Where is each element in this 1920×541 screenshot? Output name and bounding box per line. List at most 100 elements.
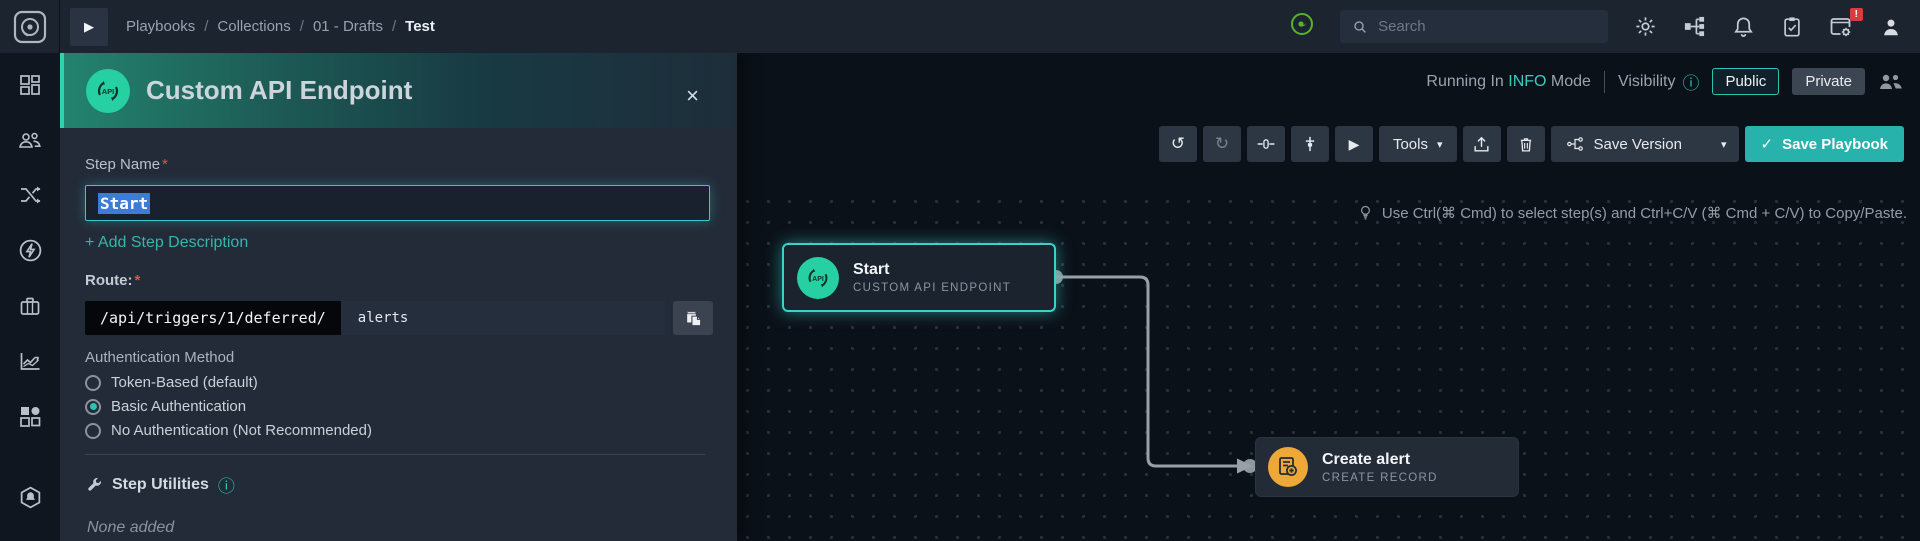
node-title: Start bbox=[853, 261, 890, 278]
node-title: Create alert bbox=[1322, 450, 1411, 468]
route-prefix: /api/triggers/1/deferred/ bbox=[85, 301, 341, 335]
tools-dropdown-button[interactable]: Tools ▾ bbox=[1378, 126, 1457, 162]
check-icon: ✓ bbox=[1760, 136, 1774, 153]
step-utilities-title: Step Utilities bbox=[112, 475, 209, 493]
left-nav-sidebar bbox=[0, 53, 60, 541]
play-icon: ▶ bbox=[1348, 135, 1360, 152]
vertical-divider bbox=[1603, 70, 1605, 93]
breakpoint-icon bbox=[1257, 139, 1275, 149]
upload-icon bbox=[1474, 136, 1489, 152]
copy-route-button[interactable] bbox=[673, 301, 713, 335]
radio-circle[interactable] bbox=[85, 374, 101, 391]
notifications-button[interactable] bbox=[1732, 15, 1755, 38]
breadcrumb-drafts[interactable]: 01 - Drafts bbox=[312, 18, 383, 35]
run-playbook-button[interactable]: ▶ bbox=[1334, 126, 1373, 162]
panel-body: Step Name* Start + Add Step Description … bbox=[60, 128, 737, 537]
sidebar-item-dashboard[interactable] bbox=[18, 73, 42, 97]
app-manager-button[interactable]: ! bbox=[1829, 7, 1863, 39]
export-button[interactable] bbox=[1462, 126, 1501, 162]
auth-method-label: Authentication Method bbox=[85, 349, 235, 366]
breadcrumb-collections[interactable]: Collections bbox=[217, 18, 291, 35]
custom-api-endpoint-icon: API bbox=[86, 68, 130, 113]
chart-line-icon bbox=[20, 353, 39, 370]
global-search[interactable] bbox=[1340, 10, 1608, 43]
sidebar-item-incidents[interactable] bbox=[18, 294, 42, 318]
version-branch-icon bbox=[1566, 137, 1583, 151]
radio-basic-auth[interactable]: Basic Authentication bbox=[85, 398, 713, 415]
sidebar-item-playbooks[interactable] bbox=[18, 238, 43, 263]
save-playbook-button[interactable]: ✓ Save Playbook bbox=[1744, 126, 1904, 162]
health-status-icon[interactable] bbox=[1290, 12, 1314, 41]
undo-icon: ↺ bbox=[1170, 134, 1186, 153]
visibility-private-button[interactable]: Private bbox=[1792, 68, 1865, 95]
radio-no-auth[interactable]: No Authentication (Not Recommended) bbox=[85, 422, 713, 439]
top-bar: ▶ Playbooks / Collections / 01 - Drafts … bbox=[0, 0, 1920, 53]
app-logo[interactable] bbox=[0, 0, 60, 53]
sidebar-item-apps[interactable] bbox=[18, 404, 42, 428]
info-icon[interactable]: ⓘ bbox=[1682, 74, 1700, 93]
save-version-button[interactable]: Save Version ▾ bbox=[1550, 126, 1739, 162]
logo-icon bbox=[13, 10, 46, 43]
sidebar-item-teams[interactable] bbox=[17, 128, 43, 152]
breadcrumb-separator: / bbox=[204, 18, 209, 35]
radio-token-based[interactable]: Token-Based (default) bbox=[85, 374, 713, 391]
assign-users-icon[interactable] bbox=[1878, 71, 1904, 93]
radio-circle[interactable] bbox=[85, 422, 101, 439]
required-asterisk: * bbox=[162, 156, 168, 173]
mode-value: INFO bbox=[1508, 72, 1547, 90]
route-label: Route:* bbox=[85, 272, 141, 289]
create-record-icon bbox=[1268, 447, 1308, 487]
node-start[interactable]: API Start CUSTOM API ENDPOINT bbox=[782, 243, 1056, 312]
breadcrumb-playbooks[interactable]: Playbooks bbox=[126, 18, 196, 35]
required-asterisk: * bbox=[134, 272, 141, 289]
node-subtitle: CUSTOM API ENDPOINT bbox=[853, 282, 1012, 294]
breadcrumb-current: Test bbox=[405, 18, 435, 35]
node-text: Start CUSTOM API ENDPOINT bbox=[853, 261, 1011, 294]
selected-text: Start bbox=[98, 192, 151, 214]
sidebar-item-analytics[interactable] bbox=[18, 349, 43, 373]
bolt-circle-icon bbox=[19, 239, 41, 262]
search-input[interactable] bbox=[1378, 18, 1596, 35]
copy-icon bbox=[686, 310, 701, 326]
chevron-down-icon: ▾ bbox=[1437, 138, 1443, 151]
add-step-description-link[interactable]: + Add Step Description bbox=[85, 234, 249, 251]
debug-step-button[interactable] bbox=[1246, 126, 1285, 162]
step-config-panel: API Custom API Endpoint × Step Name* Sta… bbox=[60, 53, 737, 541]
custom-api-endpoint-icon: API bbox=[797, 256, 839, 299]
node-text: Create alert CREATE RECORD bbox=[1322, 451, 1438, 484]
integrations-button[interactable] bbox=[1683, 15, 1706, 38]
sidebar-expand-button[interactable]: ▶ bbox=[70, 7, 108, 46]
canvas-toolbar: ↺ ↻ ▶ Tools ▾ bbox=[1158, 126, 1904, 162]
node-create-alert[interactable]: Create alert CREATE RECORD bbox=[1255, 437, 1519, 497]
node-subtitle: CREATE RECORD bbox=[1322, 471, 1438, 484]
undo-button[interactable]: ↺ bbox=[1158, 126, 1197, 162]
panel-title: Custom API Endpoint bbox=[146, 75, 413, 105]
route-input[interactable]: alerts bbox=[340, 301, 665, 335]
bell-icon bbox=[1734, 17, 1753, 37]
route-row: /api/triggers/1/deferred/ alerts bbox=[85, 301, 713, 335]
topbar-right: ! bbox=[1290, 7, 1920, 43]
close-panel-button[interactable]: × bbox=[686, 85, 699, 107]
debug-run-button[interactable] bbox=[1290, 126, 1329, 162]
step-utilities-header: Step Utilities ⓘ bbox=[85, 472, 713, 497]
breadcrumb-separator: / bbox=[299, 18, 304, 35]
expand-icon: ▶ bbox=[84, 18, 94, 34]
delete-button[interactable] bbox=[1506, 126, 1545, 162]
step-name-input[interactable]: Start bbox=[85, 185, 710, 221]
step-into-icon bbox=[1305, 136, 1315, 152]
visibility-public-button[interactable]: Public bbox=[1712, 68, 1780, 95]
sidebar-item-automation[interactable] bbox=[18, 183, 42, 207]
info-icon[interactable]: ⓘ bbox=[217, 477, 235, 496]
radio-circle-selected[interactable] bbox=[85, 398, 101, 415]
sidebar-item-threat-intel[interactable] bbox=[18, 485, 43, 510]
redo-button[interactable]: ↻ bbox=[1202, 126, 1241, 162]
tasks-button[interactable] bbox=[1781, 15, 1803, 38]
running-mode-text: Running In INFO Mode bbox=[1426, 72, 1591, 90]
canvas-hint: Use Ctrl(⌘ Cmd) to select step(s) and Ct… bbox=[1357, 203, 1907, 222]
dashboard-icon bbox=[20, 75, 40, 95]
playbook-canvas[interactable]: Running In INFO Mode Visibility ⓘ Public… bbox=[737, 53, 1920, 541]
trash-icon bbox=[1520, 137, 1531, 152]
settings-button[interactable] bbox=[1634, 15, 1657, 38]
profile-button[interactable] bbox=[1880, 16, 1902, 38]
